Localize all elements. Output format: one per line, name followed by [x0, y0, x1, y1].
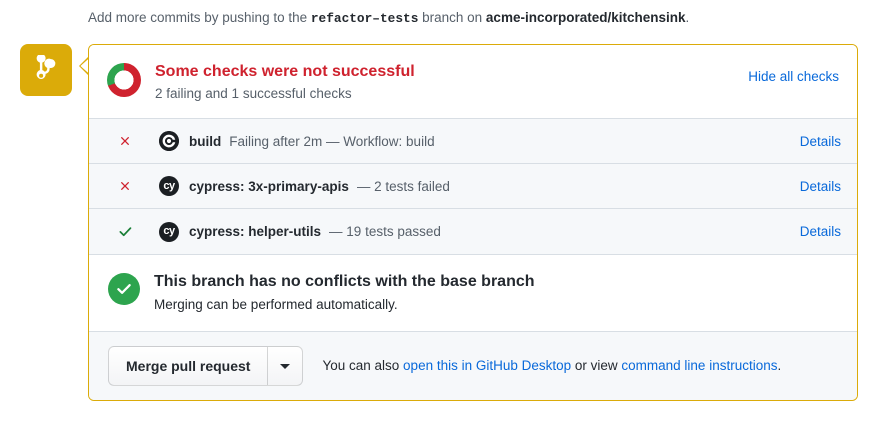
timeline-badge: [20, 44, 72, 96]
check-details-link[interactable]: Details: [799, 178, 841, 194]
push-note-prefix: Add more commits by pushing to the: [88, 10, 311, 25]
command-line-instructions-link[interactable]: command line instructions: [621, 358, 778, 373]
merge-footer: Merge pull request You can also open thi…: [89, 331, 857, 400]
github-actions-icon: [159, 131, 179, 151]
push-commits-note: Add more commits by pushing to the refac…: [88, 8, 689, 29]
merge-footer-note: You can also open this in GitHub Desktop…: [322, 356, 781, 376]
checks-header-subtitle: 2 failing and 1 successful checks: [155, 86, 352, 101]
check-description: Failing after 2m — Workflow: build: [229, 133, 435, 149]
merge-conflicts-section: This branch has no conflicts with the ba…: [89, 254, 857, 331]
check-icon: [113, 224, 137, 239]
check-description: — 19 tests passed: [329, 224, 441, 239]
branch-name: refactor–tests: [310, 11, 419, 26]
cypress-icon-label: cy: [163, 225, 175, 237]
check-row[interactable]: build Failing after 2m — Workflow: build…: [89, 119, 857, 164]
merge-conflicts-subtitle: Merging can be performed automatically.: [154, 297, 398, 312]
merge-button-group: Merge pull request: [108, 346, 304, 386]
footer-note-prefix: You can also: [322, 358, 404, 373]
repo-name: acme-incorporated/kitchensink: [485, 10, 686, 25]
hide-all-checks-link[interactable]: Hide all checks: [748, 69, 839, 84]
git-merge-icon: [33, 53, 59, 86]
check-name: cypress: 3x-primary-apis: [189, 178, 349, 194]
checks-list: build Failing after 2m — Workflow: build…: [89, 118, 857, 254]
x-icon: [113, 179, 137, 193]
merge-pull-request-button[interactable]: Merge pull request: [108, 346, 268, 386]
callout-arrow-fill: [80, 58, 90, 74]
check-description: — 2 tests failed: [356, 178, 450, 194]
push-note-suffix: .: [685, 10, 690, 25]
check-row[interactable]: cy cypress: helper-utils — 19 tests pass…: [89, 209, 857, 254]
x-icon: [113, 134, 137, 148]
check-circle-icon: [108, 273, 140, 305]
merge-conflicts-text: This branch has no conflicts with the ba…: [154, 271, 535, 315]
merge-conflicts-title: This branch has no conflicts with the ba…: [154, 273, 535, 290]
footer-note-suffix: .: [777, 358, 782, 373]
checks-header-title: Some checks were not successful: [155, 63, 415, 80]
check-name: build: [189, 133, 222, 149]
checks-header: Some checks were not successful 2 failin…: [89, 45, 857, 118]
check-name: cypress: helper-utils: [189, 224, 322, 239]
checks-header-text: Some checks were not successful 2 failin…: [155, 61, 748, 104]
merge-status-card: Some checks were not successful 2 failin…: [88, 44, 858, 401]
checks-status-donut-icon: [107, 63, 141, 97]
github-desktop-link[interactable]: open this in GitHub Desktop: [403, 358, 572, 373]
check-details-link[interactable]: Details: [799, 224, 841, 239]
footer-note-middle: or view: [571, 358, 622, 373]
cypress-icon: cy: [159, 176, 179, 196]
push-note-middle: branch on: [418, 10, 486, 25]
cypress-icon-label: cy: [163, 179, 175, 192]
cypress-icon: cy: [159, 221, 179, 242]
check-details-link[interactable]: Details: [799, 133, 841, 149]
chevron-down-icon: [280, 363, 291, 369]
merge-options-dropdown-button[interactable]: [267, 346, 304, 386]
check-row[interactable]: cy cypress: 3x-primary-apis — 2 tests fa…: [89, 164, 857, 209]
